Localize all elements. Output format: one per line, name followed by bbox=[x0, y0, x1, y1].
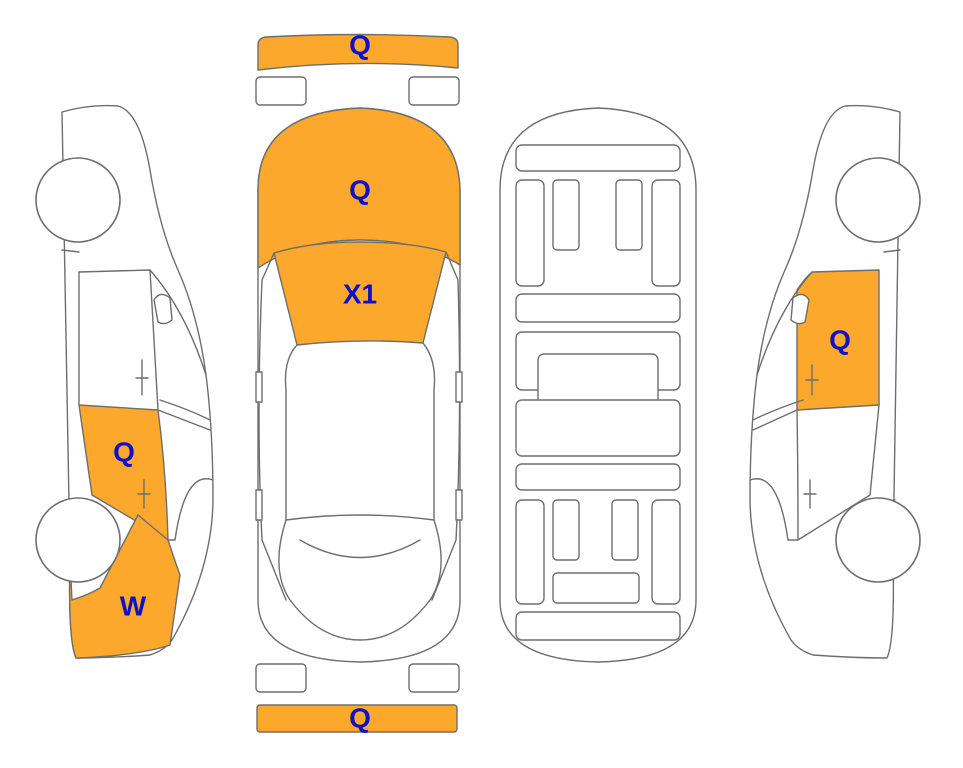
left-rear-door-mark: Q bbox=[113, 437, 135, 468]
right-front-wheel bbox=[835, 157, 921, 243]
left-rear-quarter-mark: W bbox=[120, 591, 147, 622]
rear-bumper-panel[interactable] bbox=[256, 704, 458, 733]
right-rear-wheel bbox=[835, 497, 921, 583]
left-front-wheel bbox=[35, 157, 121, 243]
right-side-view bbox=[749, 104, 921, 659]
rear-bumper-mark: Q bbox=[349, 703, 371, 734]
underbody-view bbox=[499, 107, 697, 663]
front-bumper-mark: Q bbox=[349, 30, 371, 61]
hood-panel[interactable] bbox=[257, 107, 461, 269]
front-bumper-panel[interactable] bbox=[257, 33, 459, 71]
windshield-mark: X1 bbox=[343, 279, 377, 310]
left-rear-wheel bbox=[35, 497, 121, 583]
hood-mark: Q bbox=[349, 175, 371, 206]
front-left-light bbox=[255, 76, 307, 106]
left-rear-quarter-panel[interactable] bbox=[68, 514, 181, 659]
right-front-door-mark: Q bbox=[829, 325, 851, 356]
windshield-panel[interactable] bbox=[273, 241, 447, 346]
damage-labels: Q Q X1 Q Q W Q bbox=[113, 30, 851, 734]
front-right-light bbox=[408, 76, 460, 106]
left-side-view bbox=[35, 104, 214, 659]
top-view bbox=[255, 33, 463, 733]
rear-left-light bbox=[255, 663, 307, 693]
rear-right-light bbox=[408, 663, 460, 693]
